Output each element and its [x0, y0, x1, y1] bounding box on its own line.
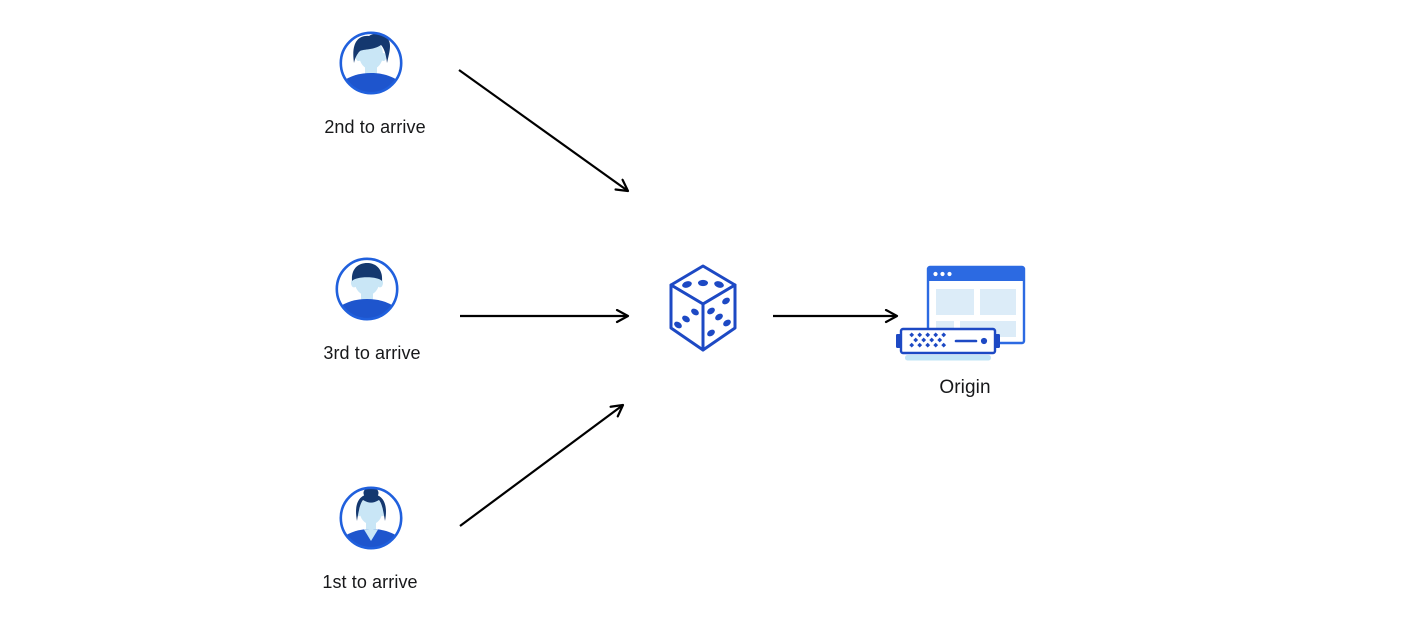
browser-window-icon — [926, 265, 1026, 345]
user-node-1st: 1st to arrive — [322, 485, 418, 592]
server-icon — [896, 327, 1000, 361]
female-user-bun-avatar-icon — [339, 486, 403, 550]
arrow-1st-to-dice — [459, 405, 623, 527]
user-label-2nd: 2nd to arrive — [324, 117, 426, 137]
male-user-shorthair-avatar-icon — [335, 257, 399, 321]
origin-node: Origin — [895, 263, 1029, 398]
arrow-2nd-to-dice — [458, 69, 628, 191]
dice-node — [667, 262, 739, 359]
dice-icon — [669, 264, 737, 352]
origin-browser-server-icon — [896, 265, 1026, 361]
male-user-pompadour-avatar-icon — [339, 31, 403, 95]
user-label-1st: 1st to arrive — [322, 572, 418, 592]
user-node-2nd: 2nd to arrive — [324, 30, 426, 137]
user-label-3rd: 3rd to arrive — [323, 343, 421, 363]
origin-label: Origin — [939, 377, 991, 398]
user-node-3rd: 3rd to arrive — [323, 256, 421, 363]
